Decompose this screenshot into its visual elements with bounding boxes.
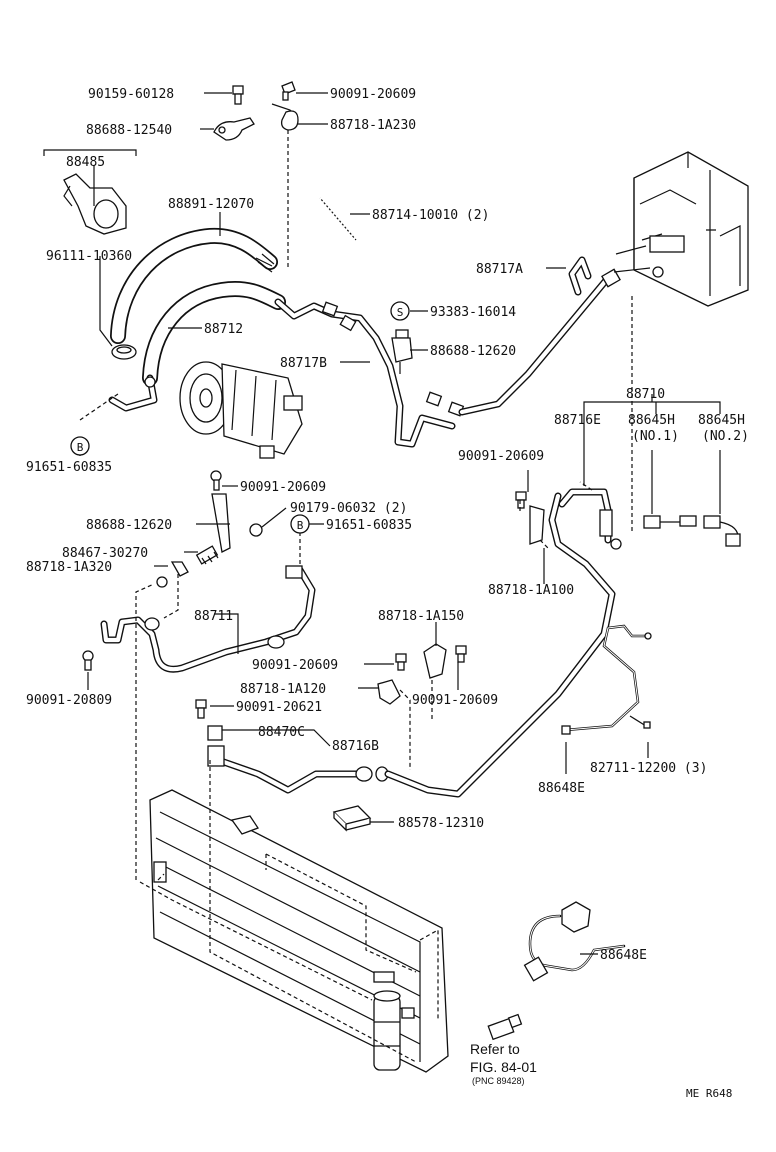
label-88716E: 88716E [554,413,601,428]
label-88717A: 88717A [476,262,523,277]
label-88717B: 88717B [280,356,327,371]
clamp-88718-1A230 [271,103,299,131]
label-82711-12200: 82711-12200 (3) [590,761,707,776]
label-88718-1A150: 88718-1A150 [378,609,464,624]
label-no2: (NO.2) [702,429,749,444]
hose-fitting-lower [108,374,158,412]
pipe-long-to-evaporator [384,492,616,798]
hose-88712 [142,281,286,386]
label-88578-12310: 88578-12310 [398,816,484,831]
bolt-90091-20621 [195,699,207,719]
svg-text:B: B [297,519,304,532]
compressor [179,361,303,459]
connector-88467 [195,545,219,565]
clamp-88718-1A120 [377,679,401,705]
label-no1: (NO.1) [632,429,679,444]
dashed-reference-lines [79,130,633,1063]
label-pnc-89428: (PNC 89428) [472,1076,525,1086]
sensor-88648E [523,901,626,982]
label-93383-16014: 93383-16014 [430,305,516,320]
pipe-88717A [458,256,621,416]
label-90091-20609-b: 90091-20609 [458,449,544,464]
label-91651-60835-a: 91651-60835 [26,460,112,475]
label-90091-20621: 90091-20621 [236,700,322,715]
label-88688-12620-b: 88688-12620 [86,518,172,533]
label-88648E-a: 88648E [538,781,585,796]
svg-text:B: B [77,441,84,454]
label-fig-84-01: FIG. 84-01 [470,1059,537,1075]
hose-88891-12070 [110,227,278,344]
circle-symbol-b-2: B [290,514,310,534]
pipe-88716E [558,488,622,550]
label-88467-30270: 88467-30270 [62,546,148,561]
switch-88645H-no1 [643,515,697,529]
screw-82711 [629,715,651,729]
bracket-88485 [63,173,127,235]
label-88716B: 88716B [332,739,379,754]
clamp-88718-1A150 [423,643,447,679]
drawing-art [63,81,749,1073]
label-88718-1A100: 88718-1A100 [488,583,574,598]
tube-88648E [561,624,652,735]
label-90091-20609-d: 90091-20609 [252,658,338,673]
bolt-90091-20609-mid [395,653,407,671]
label-refer-to: Refer to [470,1041,520,1057]
label-88718-1A230: 88718-1A230 [330,118,416,133]
label-88688-12620-a: 88688-12620 [430,344,516,359]
label-96111-10360: 96111-10360 [46,249,132,264]
clamp-88688-12540 [213,117,255,141]
label-88470C: 88470C [258,725,305,740]
leader-lines [43,92,721,955]
pipe-88717B [274,298,465,448]
label-90091-20609-a: 90091-20609 [330,87,416,102]
label-88714-10010: 88714-10010 (2) [372,208,489,223]
label-90179-06032: 90179-06032 (2) [290,501,407,516]
clamp-88688-12620-upper [391,329,413,374]
label-88645H-no2: 88645H [698,413,745,428]
pad-88578 [332,805,372,832]
label-88891-12070: 88891-12070 [168,197,254,212]
circle-symbol-s: S [390,301,410,321]
label-88711: 88711 [194,609,233,624]
circle-symbol-b-1: B [70,436,90,456]
pipe-88711 [100,565,316,673]
part-labels: 90159-60128 90091-20609 88688-12540 8871… [26,87,749,1100]
clamp-88718-1A100 [515,491,545,545]
label-91651-60835-b: 91651-60835 [326,518,412,533]
label-88645H-no1: 88645H [628,413,675,428]
bolt-90179 [249,523,263,537]
label-88718-1A120: 88718-1A120 [240,682,326,697]
bracket-88688-12620-lower [210,470,231,553]
label-88688-12540: 88688-12540 [86,123,172,138]
bolt-90091-top [281,81,296,101]
condenser [149,789,449,1073]
label-88710: 88710 [626,387,665,402]
label-90091-20609-e: 90091-20609 [412,693,498,708]
label-88485: 88485 [66,155,105,170]
bolt-90091-20609-right [455,645,467,663]
label-diagram-code: ME R648 [686,1087,732,1100]
label-90091-20609-c: 90091-20609 [240,480,326,495]
pipe-88716B [207,725,389,794]
bolt-90091-20809 [82,650,94,671]
label-90159-60128: 90159-60128 [88,87,174,102]
bolt-90159 [232,85,244,105]
receiver-dryer [373,990,415,1071]
label-88718-1A320: 88718-1A320 [26,560,112,575]
strap-88714 [318,197,358,241]
evaporator-housing [613,151,749,307]
svg-text:S: S [397,306,404,319]
switch-88645H-no2 [703,515,741,547]
clamp-88718-1A320 [156,561,189,588]
label-88648E-b: 88648E [600,948,647,963]
label-88712: 88712 [204,322,243,337]
sensor-fig-84-01 [487,1013,523,1041]
label-90091-20809: 90091-20809 [26,693,112,708]
clamp-96111 [111,344,137,360]
